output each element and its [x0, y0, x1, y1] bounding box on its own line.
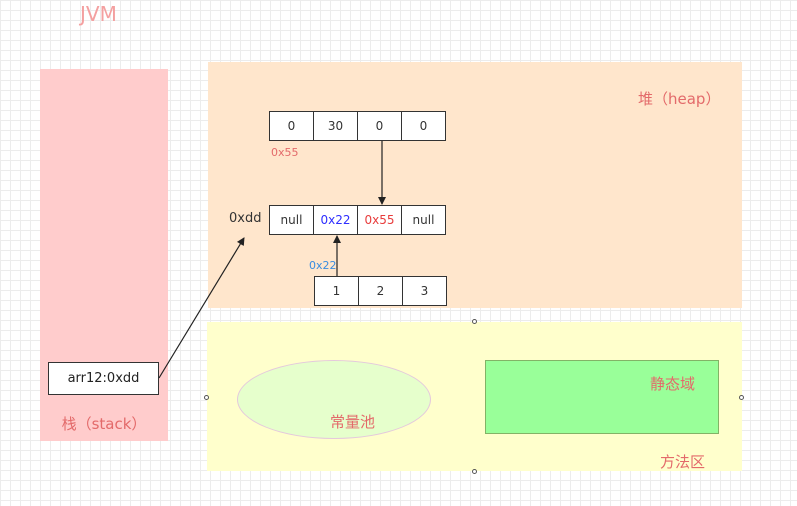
heap-array-0x55: 0 30 0 0: [269, 111, 446, 141]
diagram-title: JVM: [80, 2, 117, 26]
address-label-0x22: 0x22: [309, 259, 337, 272]
array-cell: 0: [401, 111, 446, 141]
address-label-0xdd: 0xdd: [229, 211, 262, 226]
static-area-box: [485, 360, 719, 434]
resize-handle-top[interactable]: [472, 319, 477, 324]
array-cell: 1: [314, 276, 359, 306]
heap-array-0xdd: null 0x22 0x55 null: [269, 205, 446, 235]
array-cell: 30: [313, 111, 358, 141]
array-cell: null: [269, 205, 314, 235]
array-cell: 3: [402, 276, 447, 306]
resize-handle-left[interactable]: [204, 395, 209, 400]
stack-variable-box: arr12:0xdd: [48, 362, 159, 395]
resize-handle-right[interactable]: [739, 395, 744, 400]
constant-pool-ellipse: [237, 360, 431, 439]
stack-label: 栈（stack）: [61, 415, 147, 433]
heap-label: 堆（heap）: [638, 90, 721, 108]
method-area-label: 方法区: [660, 453, 706, 471]
array-cell-ref-0x55: 0x55: [357, 205, 402, 235]
array-cell: null: [401, 205, 446, 235]
resize-handle-bottom[interactable]: [472, 469, 477, 474]
address-label-0x55: 0x55: [271, 146, 299, 159]
static-area-label: 静态域: [650, 375, 696, 393]
array-cell: 0: [357, 111, 402, 141]
array-cell: 2: [358, 276, 403, 306]
heap-region: [208, 62, 742, 308]
constant-pool-label: 常量池: [330, 413, 376, 431]
arrow-stack-to-0xdd: [158, 237, 245, 379]
heap-array-0x22: 1 2 3: [314, 276, 447, 306]
array-cell-ref-0x22: 0x22: [313, 205, 358, 235]
